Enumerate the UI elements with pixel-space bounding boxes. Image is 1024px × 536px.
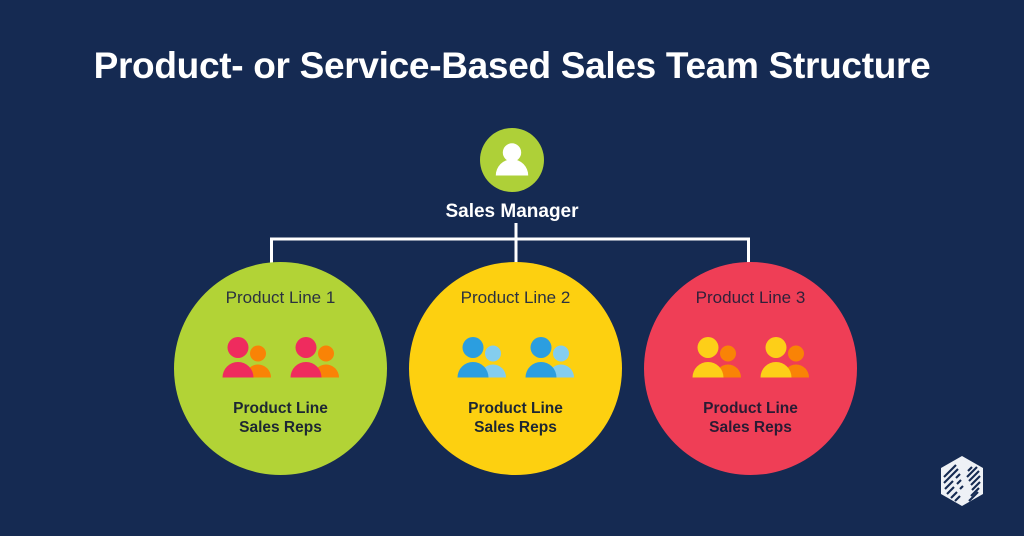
branch-caption: Product Line Sales Reps bbox=[468, 399, 563, 437]
branch-node-product-line-3: Product Line 3 Product Line Sales Reps bbox=[644, 262, 857, 475]
branch-icons bbox=[456, 328, 576, 380]
branch-title: Product Line 3 bbox=[695, 288, 806, 307]
people-group-icon bbox=[692, 337, 741, 378]
people-group-icon bbox=[290, 337, 339, 378]
hexagon-logo bbox=[941, 456, 983, 506]
people-group-icon bbox=[760, 337, 809, 378]
branch-node-product-line-2: Product Line 2 Product Line Sales Reps bbox=[409, 262, 622, 475]
person-icon bbox=[495, 143, 529, 176]
branch-caption: Product Line Sales Reps bbox=[233, 399, 328, 437]
sales-manager-avatar bbox=[480, 128, 544, 192]
people-group-icon bbox=[222, 337, 271, 378]
branch-caption-line-2: Sales Reps bbox=[709, 419, 792, 436]
branch-title: Product Line 2 bbox=[460, 288, 571, 307]
branch-icons bbox=[221, 328, 341, 380]
branch-caption-line-1: Product Line bbox=[468, 400, 563, 417]
page-title: Product- or Service-Based Sales Team Str… bbox=[93, 45, 931, 86]
people-group-icon bbox=[525, 337, 574, 378]
branch-caption-line-1: Product Line bbox=[703, 400, 798, 417]
branch-caption: Product Line Sales Reps bbox=[703, 399, 798, 437]
branch-caption-line-1: Product Line bbox=[233, 400, 328, 417]
sales-manager-label: Sales Manager bbox=[445, 201, 579, 222]
root-node-sales-manager: Sales Manager bbox=[412, 128, 612, 223]
branch-caption-line-2: Sales Reps bbox=[474, 419, 557, 436]
branch-title: Product Line 1 bbox=[225, 288, 336, 307]
branch-node-product-line-1: Product Line 1 Product Line Sales Reps bbox=[174, 262, 387, 475]
branch-caption-line-2: Sales Reps bbox=[239, 419, 322, 436]
people-group-icon bbox=[457, 337, 506, 378]
branch-icons bbox=[691, 328, 811, 380]
